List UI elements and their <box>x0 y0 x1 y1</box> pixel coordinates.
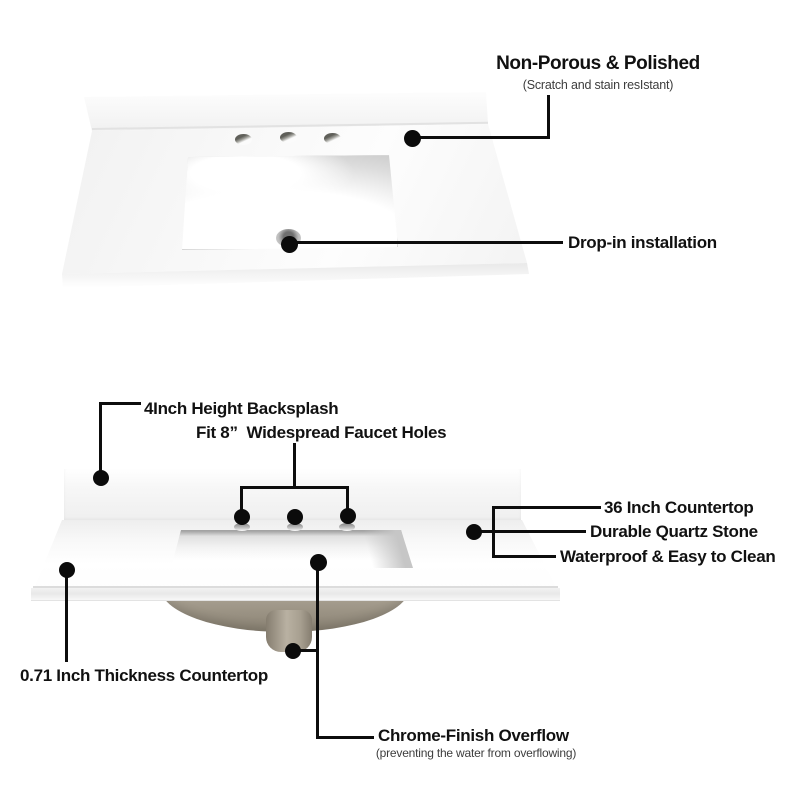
callout-dot <box>466 524 482 540</box>
top-view-figure <box>0 0 800 320</box>
callout-line <box>411 136 550 139</box>
callout-line <box>240 486 349 489</box>
faucet-hole <box>234 523 250 531</box>
callout-dot <box>281 236 298 253</box>
label-material: Durable Quartz Stone <box>590 522 758 541</box>
label-overflow: Chrome-Finish Overflow <box>378 726 569 745</box>
label-faucet-holes: Fit 8” Widespread Faucet Holes <box>196 423 447 442</box>
faucet-hole <box>339 523 355 531</box>
sublabel-scratch-resistant: (Scratch and stain resIstant) <box>522 78 674 92</box>
callout-dot <box>310 554 327 571</box>
callout-line <box>316 736 374 739</box>
callout-line <box>99 402 102 474</box>
faucet-hole <box>287 523 303 531</box>
label-waterproof: Waterproof & Easy to Clean <box>560 547 776 566</box>
callout-line <box>99 402 141 405</box>
label-thickness: 0.71 Inch Thickness Countertop <box>20 666 268 685</box>
callout-dot <box>59 562 75 578</box>
callout-dot <box>287 509 303 525</box>
faucet-hole <box>324 133 341 144</box>
label-drop-in: Drop-in installation <box>568 233 717 252</box>
label-non-porous: Non-Porous & Polished <box>496 53 700 74</box>
callout-line <box>474 530 586 533</box>
callout-line <box>293 649 319 652</box>
callout-line <box>293 443 296 489</box>
callout-dot <box>234 509 250 525</box>
label-countertop-width: 36 Inch Countertop <box>604 498 754 517</box>
label-backsplash-height: 4Inch Height Backsplash <box>144 399 339 418</box>
callout-dot <box>404 130 421 147</box>
callout-line <box>346 486 349 511</box>
callout-line <box>492 506 601 509</box>
callout-line <box>294 241 563 244</box>
callout-line <box>65 570 68 662</box>
callout-dot <box>285 643 301 659</box>
countertop-edge-line <box>33 586 558 588</box>
callout-line <box>240 486 243 512</box>
callout-line <box>547 95 550 139</box>
callout-dot <box>340 508 356 524</box>
callout-dot <box>93 470 109 486</box>
faucet-hole <box>280 132 297 143</box>
callout-line <box>492 555 556 558</box>
countertop-front-edge <box>31 588 560 601</box>
sink-basin <box>171 530 413 568</box>
sublabel-overflow: (preventing the water from overflowing) <box>375 746 577 760</box>
faucet-hole <box>235 134 252 145</box>
